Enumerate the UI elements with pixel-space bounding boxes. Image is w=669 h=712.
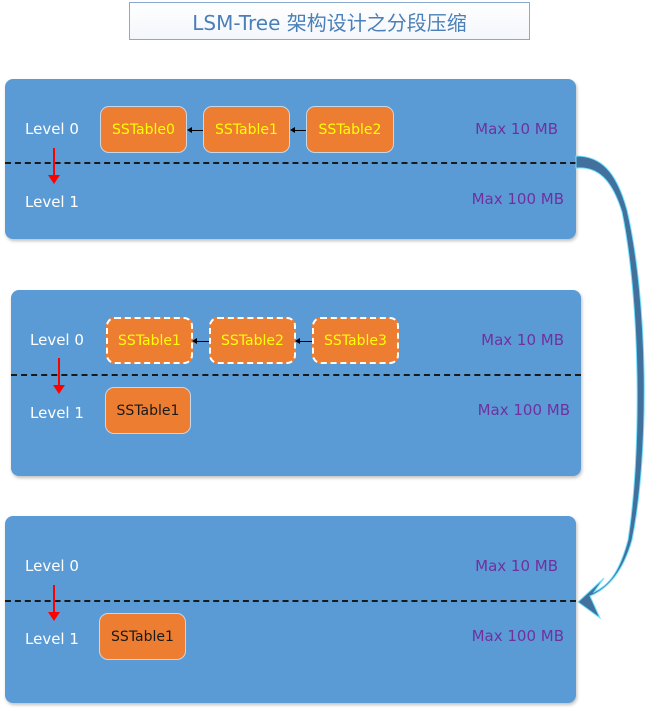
stage-1-level0-label: Level 0 bbox=[25, 120, 79, 138]
stage-2-sstable-level0: SSTable1 bbox=[106, 317, 193, 364]
stage-2-down-arrow-icon bbox=[53, 358, 65, 394]
stage-2-level-divider bbox=[11, 374, 581, 376]
stage-2-level0-label: Level 0 bbox=[30, 331, 84, 349]
stage-2-sstable-level1: SSTable1 bbox=[105, 387, 191, 434]
stage-3-max-level0: Max 10 MB bbox=[475, 557, 558, 575]
stage-1-down-arrow-icon bbox=[48, 148, 60, 184]
stage-1-panel bbox=[5, 79, 576, 239]
stage-2-sstable-level0: SSTable3 bbox=[312, 317, 399, 364]
stage-1-level-divider bbox=[5, 162, 576, 164]
stage-2-max-level0: Max 10 MB bbox=[481, 331, 564, 349]
stage-3-down-arrow-icon bbox=[48, 585, 60, 621]
stage-2-max-level1: Max 100 MB bbox=[477, 401, 570, 419]
stage-3-sstable-level1: SSTable1 bbox=[99, 613, 186, 660]
stage-3-level1-label: Level 1 bbox=[25, 630, 79, 648]
stage-2-sstable-level0: SSTable2 bbox=[209, 317, 296, 364]
stage-1-level1-label: Level 1 bbox=[25, 193, 79, 211]
curved-arrow-body bbox=[575, 155, 645, 620]
stage-1-sstable: SSTable2 bbox=[306, 106, 394, 153]
stage-1-max-level1: Max 100 MB bbox=[471, 190, 564, 208]
stage-1-sstable: SSTable0 bbox=[100, 106, 187, 153]
stage-3-level0-label: Level 0 bbox=[25, 557, 79, 575]
stage-3-max-level1: Max 100 MB bbox=[471, 627, 564, 645]
diagram-title: LSM-Tree 架构设计之分段压缩 bbox=[129, 2, 530, 40]
stage-2-link-arrow-icon bbox=[192, 338, 211, 344]
stage-1-link-arrow-icon bbox=[187, 127, 206, 133]
stage-1-max-level0: Max 10 MB bbox=[475, 120, 558, 138]
stage-2-level1-label: Level 1 bbox=[30, 404, 84, 422]
stage-1-link-arrow-icon bbox=[290, 127, 309, 133]
stage-3-level-divider bbox=[5, 600, 576, 602]
stage-1-sstable: SSTable1 bbox=[203, 106, 290, 153]
stage-3-panel bbox=[5, 516, 576, 703]
stage-2-link-arrow-icon bbox=[295, 338, 314, 344]
